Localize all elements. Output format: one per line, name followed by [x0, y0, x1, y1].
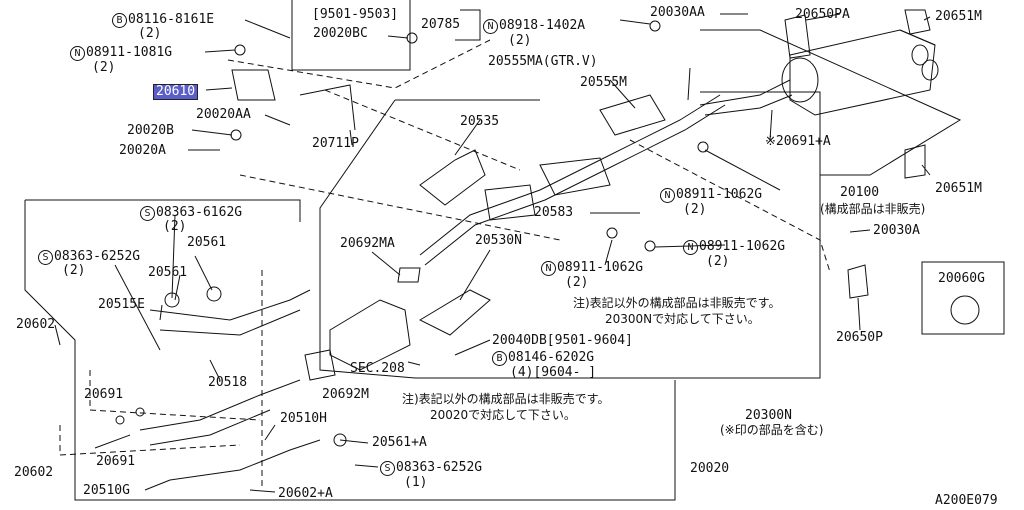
label-20020a: 20020A [119, 143, 166, 158]
label-20530n: 20530N [475, 233, 522, 248]
label-sec208: SEC.208 [350, 361, 405, 376]
label-20020bc: 20020BC [313, 26, 368, 41]
label-20535: 20535 [460, 114, 500, 129]
note-2-line-2: 20020で対応して下さい。 [430, 408, 576, 422]
label-08911-1062g-a-qty: (2) [683, 202, 707, 217]
label-20515e: 20515E [98, 297, 145, 312]
label-20691a: ※20691+A [765, 134, 831, 149]
label-20650p: 20650P [836, 330, 883, 345]
label-20692ma: 20692MA [340, 236, 395, 251]
label-20300n: 20300N [745, 408, 792, 423]
label-20100: 20100 [840, 185, 880, 200]
label-20020: 20020 [690, 461, 730, 476]
label-20692m: 20692M [322, 387, 369, 402]
diagram-code: A200E079 [935, 493, 998, 508]
label-20555ma: 20555MA(GTR.V) [488, 54, 598, 69]
label-20100-note: (構成部品は非販売) [820, 202, 926, 216]
label-20040db: 20040DB[9501-9604] [492, 333, 633, 348]
label-08363-6252g-b-qty: (1) [404, 475, 428, 490]
label-20651m-top: 20651M [935, 9, 982, 24]
label-20030aa: 20030AA [650, 5, 705, 20]
label-20510g: 20510G [83, 483, 130, 498]
label-20518: 20518 [208, 375, 248, 390]
label-08146-qty: (4)[9604- ] [510, 365, 597, 380]
label-08363-6162g-qty: (2) [163, 219, 187, 234]
label-20561-a: 20561 [187, 235, 227, 250]
label-20711p: 20711P [312, 136, 359, 151]
label-20510h: 20510H [280, 411, 327, 426]
label-08911-1062g-b-qty: (2) [706, 254, 730, 269]
label-20610-highlighted[interactable]: 20610 [153, 84, 199, 100]
label-08911-1062g-c-qty: (2) [565, 275, 589, 290]
label-20561a: 20561+A [372, 435, 427, 450]
label-20691-a: 20691 [84, 387, 124, 402]
label-20602-top: 20602 [16, 317, 56, 332]
label-08911-1081g-qty: (2) [92, 60, 116, 75]
label-20651m-mid: 20651M [935, 181, 982, 196]
label-08918-qty: (2) [508, 33, 532, 48]
note-2-line-1: 注)表記以外の構成部品は非販売です。 [402, 392, 610, 406]
label-20020aa: 20020AA [196, 107, 251, 122]
label-20785: 20785 [421, 17, 461, 32]
label-20300n-note: (※印の部品を含む) [720, 423, 824, 437]
label-20555m: 20555M [580, 75, 627, 90]
label-20030a: 20030A [873, 223, 920, 238]
label-08116-qty: (2) [138, 26, 162, 41]
note-1-line-1: 注)表記以外の構成部品は非販売です。 [573, 296, 781, 310]
label-20602-bottom: 20602 [14, 465, 54, 480]
label-20691-b: 20691 [96, 454, 136, 469]
label-20060g: 20060G [938, 271, 985, 286]
label-20020b: 20020B [127, 123, 174, 138]
note-1-line-2: 20300Nで対応して下さい。 [605, 312, 760, 326]
label-20602a: 20602+A [278, 486, 333, 501]
label-20650pa: 20650PA [795, 7, 850, 22]
label-08363-6252g-qty: (2) [62, 263, 86, 278]
label-20561-b: 20561 [148, 265, 188, 280]
label-range-9501-9503: [9501-9503] [312, 7, 399, 22]
label-20583: 20583 [534, 205, 574, 220]
